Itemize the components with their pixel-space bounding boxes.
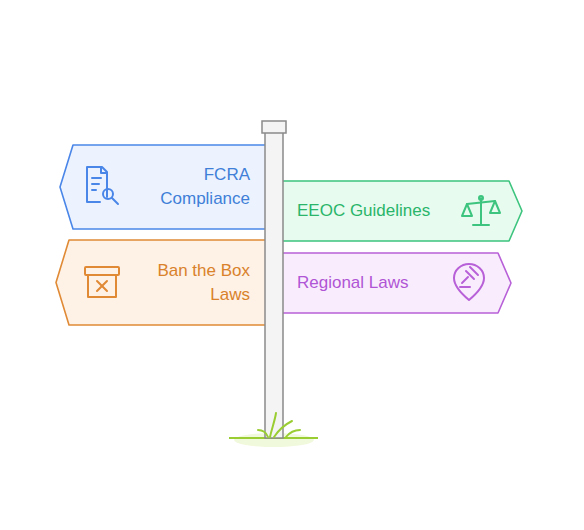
box-x-icon [85, 267, 119, 297]
signpost-board: Regional Laws [281, 253, 511, 313]
scales-icon [462, 196, 500, 225]
location-gavel-icon [454, 264, 484, 300]
sign-label: Regional Laws [297, 271, 409, 295]
sign-text-wrap: EEOC Guidelines [297, 199, 430, 223]
sign-label: EEOC Guidelines [297, 199, 430, 223]
ground-shadow [234, 433, 314, 447]
ground-line [229, 437, 318, 439]
sign-text-wrap: Regional Laws [297, 271, 409, 295]
signpost-board: EEOC Guidelines [281, 181, 522, 241]
sign-text-wrap: Ban the Box Laws [138, 259, 250, 307]
sign-text-wrap: FCRA Compliance [142, 163, 250, 211]
sign-label: Ban the Box Laws [138, 259, 250, 307]
document-search-icon [87, 167, 118, 204]
sign-outline [281, 181, 522, 241]
sign-label: FCRA Compliance [142, 163, 250, 211]
sign-outline [60, 145, 267, 229]
arrow-sign-shape [56, 240, 267, 325]
pole [262, 121, 286, 438]
grass [258, 413, 300, 437]
signpost-board: Ban the Box Laws [56, 240, 267, 325]
signpost-board: FCRA Compliance [60, 145, 267, 229]
arrow-sign-shape [60, 145, 267, 229]
sign-outline [281, 253, 511, 313]
sign-outline [56, 240, 267, 325]
